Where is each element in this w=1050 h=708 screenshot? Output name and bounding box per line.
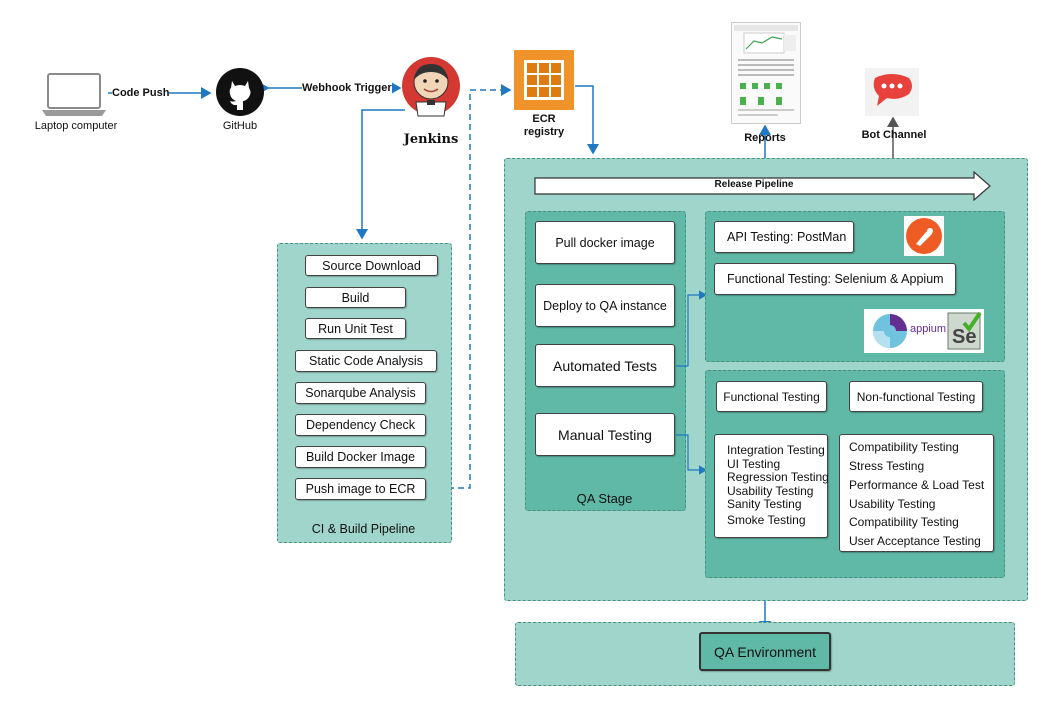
qa-step-deploy: Deploy to QA instance [535,284,675,327]
jenkins-to-ci-arrow [356,109,405,240]
postman-icon [904,216,944,261]
ci-pipeline-title: CI & Build Pipeline [311,522,416,536]
ci-step-source-download: Source Download [305,255,438,276]
release-pipeline-arrow [534,170,992,206]
ci-step-push-image: Push image to ECR [295,478,426,500]
qa-stage-title: QA Stage [576,491,633,506]
bot-channel-icon [865,68,919,121]
functional-item: Sanity Testing [727,497,802,511]
qa-step-pull-docker-image: Pull docker image [535,221,675,264]
ci-step-static-code-analysis: Static Code Analysis [295,350,437,372]
github-label: GitHub [222,120,258,132]
ecr-to-release-arrow [575,85,599,155]
functional-item: UI Testing [727,457,781,471]
release-pipeline-title: Release Pipeline [714,179,794,190]
jenkins-label: Jenkins [403,132,459,147]
manual-to-testing-arrow [676,434,708,475]
functional-testing-list: Integration Testing UI Testing Regressio… [714,434,829,538]
ci-step-run-unit-test: Run Unit Test [305,318,406,339]
nonfunctional-testing-list: Compatibility Testing Stress Testing Per… [839,434,994,552]
qa-step-manual-testing: Manual Testing [535,413,675,456]
nonfunctional-item: Compatibility Testing [849,515,959,529]
functional-testing-header: Functional Testing [716,381,827,412]
jenkins-icon [400,54,462,139]
automated-to-tools-arrow [676,290,708,367]
bot-channel-label: Bot Channel [861,129,927,141]
ci-step-sonarqube-analysis: Sonarqube Analysis [295,382,426,404]
functional-item: Regression Testing [727,470,829,484]
functional-selenium-box: Functional Testing: Selenium & Appium [714,263,956,295]
qa-step-automated-tests: Automated Tests [535,344,675,387]
ci-step-build: Build [305,287,406,308]
api-testing-box: API Testing: PostMan [714,221,854,253]
functional-item: Usability Testing [727,484,814,498]
github-icon [215,67,265,122]
nonfunctional-item: User Acceptance Testing [849,534,981,548]
appium-text: appium [910,323,947,335]
ci-step-build-docker-image: Build Docker Image [295,446,426,468]
functional-item: Integration Testing [727,443,825,457]
laptop-label: Laptop computer [34,120,118,132]
reports-thumbnail [731,22,801,124]
ecr-registry-icon [514,50,574,115]
ci-step-dependency-check: Dependency Check [295,414,426,436]
reports-label: Reports [744,132,786,144]
nonfunctional-item: Performance & Load Test [849,478,985,492]
qa-environment-box: QA Environment [699,632,831,671]
code-push-label: Code Push [112,87,170,99]
webhook-label: Webhook Trigger [302,82,392,94]
ecr-label: ECR registry [523,113,565,138]
nonfunctional-testing-header: Non-functional Testing [849,381,983,412]
functional-item: Smoke Testing [727,513,806,527]
appium-selenium-logo: Se appium [864,309,984,353]
laptop-icon [40,72,108,123]
nonfunctional-item: Stress Testing [849,459,925,473]
nonfunctional-item: Usability Testing [849,497,936,511]
nonfunctional-item: Compatibility Testing [849,440,959,454]
svg-text:Se: Se [952,326,976,348]
